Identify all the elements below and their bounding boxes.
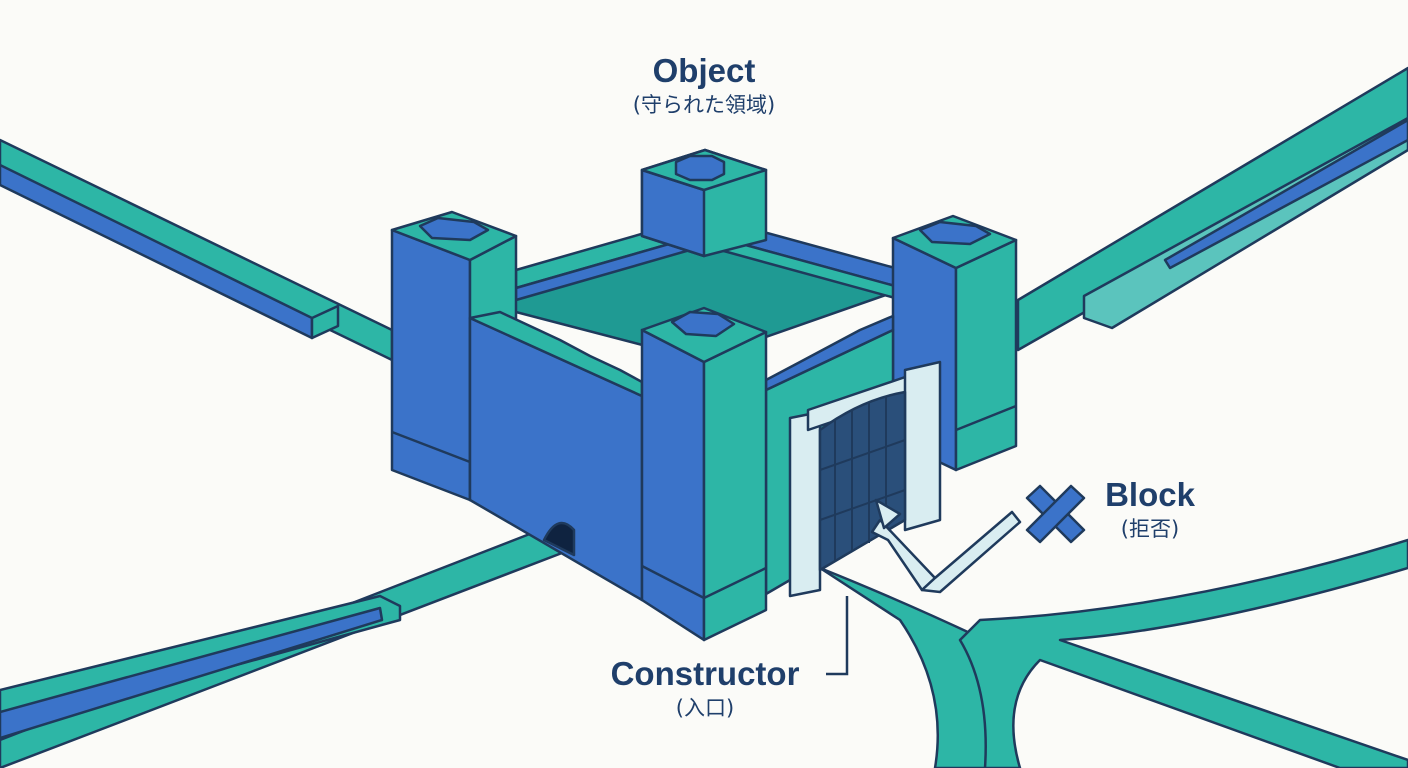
castle (390, 148, 1018, 642)
tower-front (640, 306, 768, 642)
constructor-subtitle: (入口) (675, 696, 735, 720)
road-upper-left (0, 138, 394, 362)
block-x-icon (1025, 484, 1086, 544)
object-subtitle: (守られた領域) (632, 93, 776, 117)
constructor-label: Constructor (入口) (580, 655, 830, 723)
block-title: Block (1105, 476, 1195, 513)
constructor-title: Constructor (610, 655, 800, 692)
block-subtitle: (拒否) (1120, 517, 1180, 541)
road-lower-right (818, 538, 1408, 768)
tower-back (640, 148, 768, 258)
block-label: Block (拒否) (1088, 476, 1212, 544)
object-title: Object (652, 52, 756, 89)
road-lower-left (0, 528, 577, 768)
arrow-bounce-icon (870, 498, 1022, 594)
object-label: Object (守られた領域) (584, 52, 824, 120)
road-upper-right (1016, 66, 1408, 352)
constructor-leader-line (826, 596, 849, 676)
